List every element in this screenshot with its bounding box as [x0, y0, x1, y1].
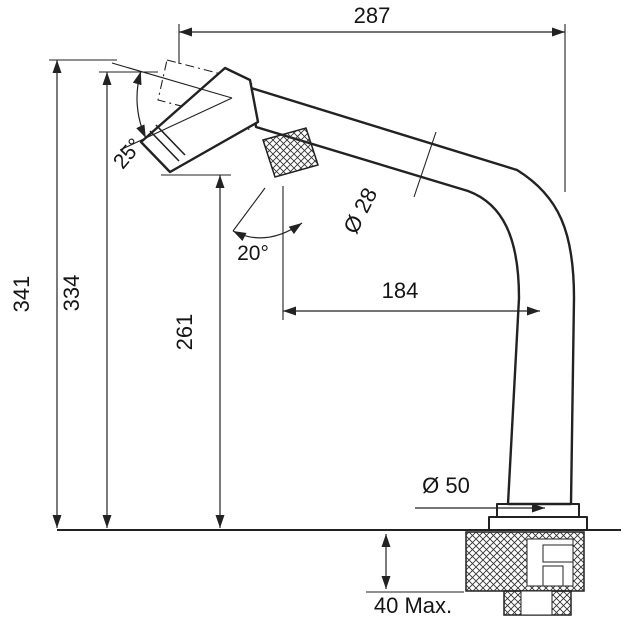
base-diameter-label: Ø 50 — [422, 473, 470, 498]
counter-thickness-annotation: 40 Max. — [366, 534, 464, 618]
faucet-body — [249, 86, 576, 506]
mounting-nut — [503, 590, 572, 616]
dimension-height-261: 261 — [161, 174, 231, 528]
dimension-width-287: 287 — [178, 3, 566, 192]
faucet-base — [488, 503, 588, 531]
mounting-shank — [465, 531, 585, 592]
spout-diameter-label: Ø 28 — [338, 184, 382, 238]
dimension-height-341: 341 — [9, 59, 117, 528]
swivel-angle-label: 20° — [237, 242, 269, 265]
counter-thickness-label: 40 Max. — [374, 593, 452, 618]
height-261-label: 261 — [172, 314, 197, 351]
base-diameter-annotation: Ø 50 — [415, 473, 545, 513]
height-341-label: 341 — [9, 276, 34, 313]
dimension-height-334: 334 — [59, 71, 158, 528]
dimension-reach-184: 184 — [282, 186, 540, 320]
reach-184-label: 184 — [382, 278, 419, 303]
spray-head — [139, 66, 260, 174]
grip-ring — [262, 127, 319, 178]
height-334-label: 334 — [59, 275, 84, 312]
swivel-angle-annotation: 20° — [232, 187, 303, 265]
width-287-label: 287 — [354, 3, 391, 28]
